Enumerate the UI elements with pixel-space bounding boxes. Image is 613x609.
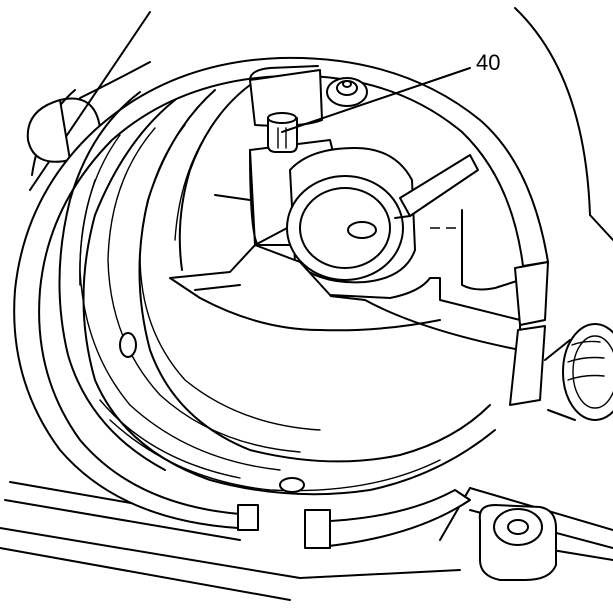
- clutch-plates: [79, 114, 441, 492]
- bolt-boss: [478, 504, 557, 581]
- right-bushing: [544, 323, 613, 421]
- callout-label: 40: [476, 50, 500, 75]
- callout-40: 40: [281, 50, 500, 133]
- ring-ends: [237, 477, 331, 549]
- leader-line: [281, 67, 471, 133]
- ring-gap: [509, 261, 549, 406]
- pin: [267, 112, 298, 153]
- support-bracket: [169, 209, 521, 351]
- top-bolt: [326, 77, 368, 107]
- servo-bore: [286, 147, 416, 284]
- upper-shaft: [249, 65, 323, 127]
- drum-hole: [119, 332, 137, 358]
- tool-rod: [394, 154, 479, 219]
